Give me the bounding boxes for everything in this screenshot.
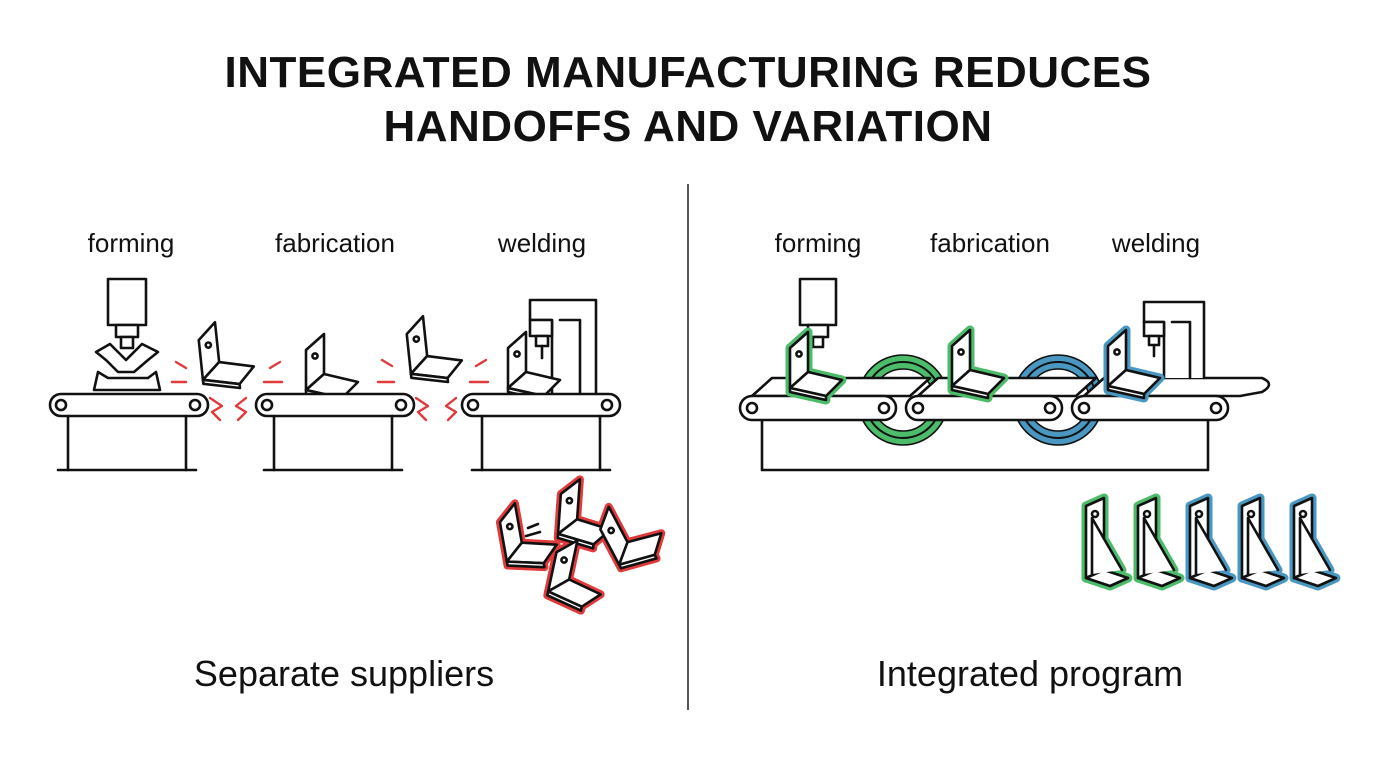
right-stage-label-welding: welding — [1111, 228, 1201, 258]
bracket-part-icon — [195, 317, 258, 394]
right-panel — [738, 277, 1336, 586]
bracket-part-icon — [304, 332, 360, 404]
weld-robot-icon — [528, 298, 598, 396]
bracket-part-icon — [403, 311, 466, 388]
station-welding-left — [460, 298, 622, 472]
handoff-break-icon — [170, 360, 284, 422]
panel-divider — [687, 184, 689, 710]
shared-base — [760, 418, 1210, 472]
station-fabrication-left — [254, 332, 416, 472]
right-stage-label-forming: forming — [774, 228, 862, 258]
left-stage-label-fabrication: fabrication — [275, 228, 395, 258]
press-icon — [798, 277, 838, 349]
title-line-2: HANDOFFS AND VARIATION — [383, 102, 993, 151]
left-stage-label-forming: forming — [87, 228, 175, 258]
bracket-part-icon — [591, 489, 672, 577]
weld-robot-icon — [1142, 300, 1206, 380]
right-stage-label-fabrication: fabrication — [930, 228, 1050, 258]
inconsistent-parts-pile — [497, 478, 671, 614]
conveyor-icon — [254, 392, 416, 472]
consistent-parts-row — [1086, 498, 1336, 586]
conveyor-icon — [48, 392, 210, 472]
left-panel — [48, 277, 671, 614]
handoff-break-icon — [376, 358, 490, 422]
press-icon — [92, 277, 162, 392]
diagram-title: INTEGRATED MANUFACTURING REDUCES HANDOFF… — [0, 46, 1376, 154]
title-line-1: INTEGRATED MANUFACTURING REDUCES — [224, 48, 1152, 97]
conveyor-icon — [460, 392, 622, 472]
station-forming-left — [48, 277, 210, 472]
left-panel-label: Separate suppliers — [193, 653, 495, 694]
right-panel-label: Integrated program — [876, 653, 1184, 694]
left-stage-label-welding: welding — [497, 228, 587, 258]
